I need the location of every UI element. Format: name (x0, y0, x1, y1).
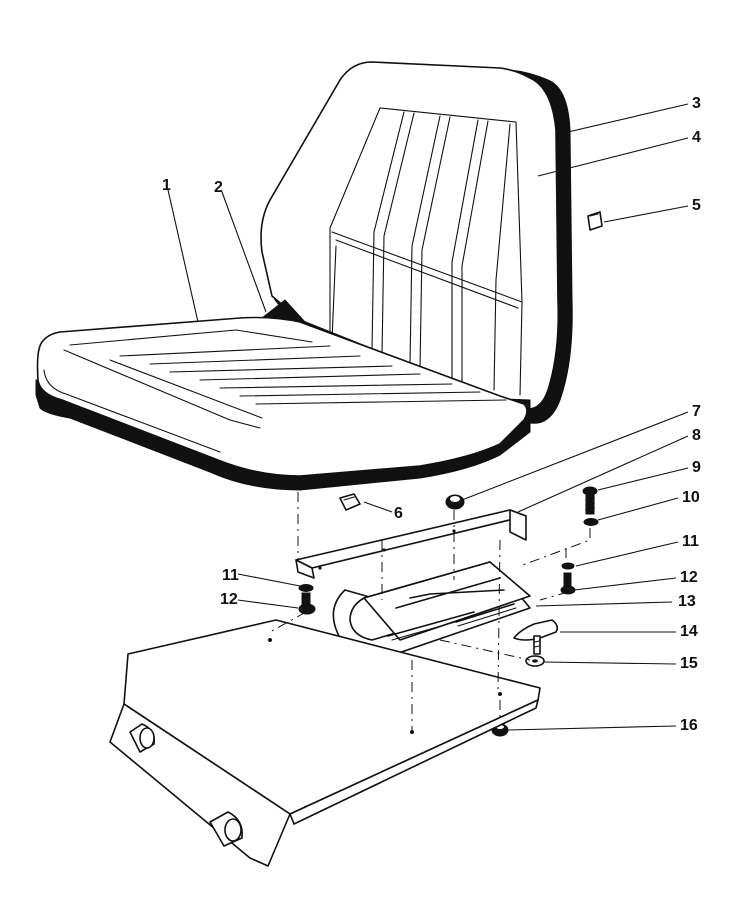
part-12-bolt-right (560, 572, 576, 595)
callout-11-right: 11 (682, 533, 699, 550)
callout-5: 5 (692, 197, 701, 214)
part-11-washer-right (561, 562, 575, 570)
seat-back (260, 61, 573, 424)
callout-1: 1 (162, 177, 171, 194)
seat-back-face (260, 61, 560, 410)
part-11-washer-left (298, 584, 314, 592)
base-roller-front (129, 723, 156, 753)
callout-4: 4 (692, 129, 701, 146)
callout-6: 6 (394, 505, 403, 522)
base-roller-rear (209, 811, 244, 847)
part-8-bracket (295, 509, 527, 579)
callout-12-left: 12 (220, 591, 238, 608)
callout-2: 2 (214, 179, 223, 196)
seat-back-ribs (329, 107, 523, 396)
part-6-clip (339, 493, 361, 511)
part-15-washer (525, 655, 545, 667)
seat-base-plate (109, 619, 541, 867)
seat-cushion (35, 316, 531, 491)
part-10-washer (583, 518, 599, 526)
callout-13: 13 (678, 593, 696, 610)
callout-10: 10 (682, 489, 700, 506)
callout-3: 3 (692, 95, 701, 112)
callout-8: 8 (692, 427, 701, 444)
part-12-bolt-left (298, 592, 316, 615)
seat-cushion-face (36, 316, 528, 477)
callout-16: 16 (680, 717, 698, 734)
callout-labels: 1 2 3 4 5 6 7 8 9 10 11 11 12 12 13 14 1… (162, 95, 701, 734)
seat-cushion-ribs (43, 329, 507, 453)
callout-11-left: 11 (222, 567, 239, 584)
part-7-nut (445, 494, 465, 510)
callout-12-right: 12 (680, 569, 698, 586)
part-5-clip (587, 211, 603, 231)
callout-9: 9 (692, 459, 701, 476)
callout-7: 7 (692, 403, 701, 420)
callout-14: 14 (680, 623, 698, 640)
part-14-knob (513, 619, 559, 655)
part-9-bolt (582, 486, 598, 515)
callout-15: 15 (680, 655, 698, 672)
callout-leaders (167, 103, 689, 731)
alignment-centerlines (269, 492, 591, 730)
